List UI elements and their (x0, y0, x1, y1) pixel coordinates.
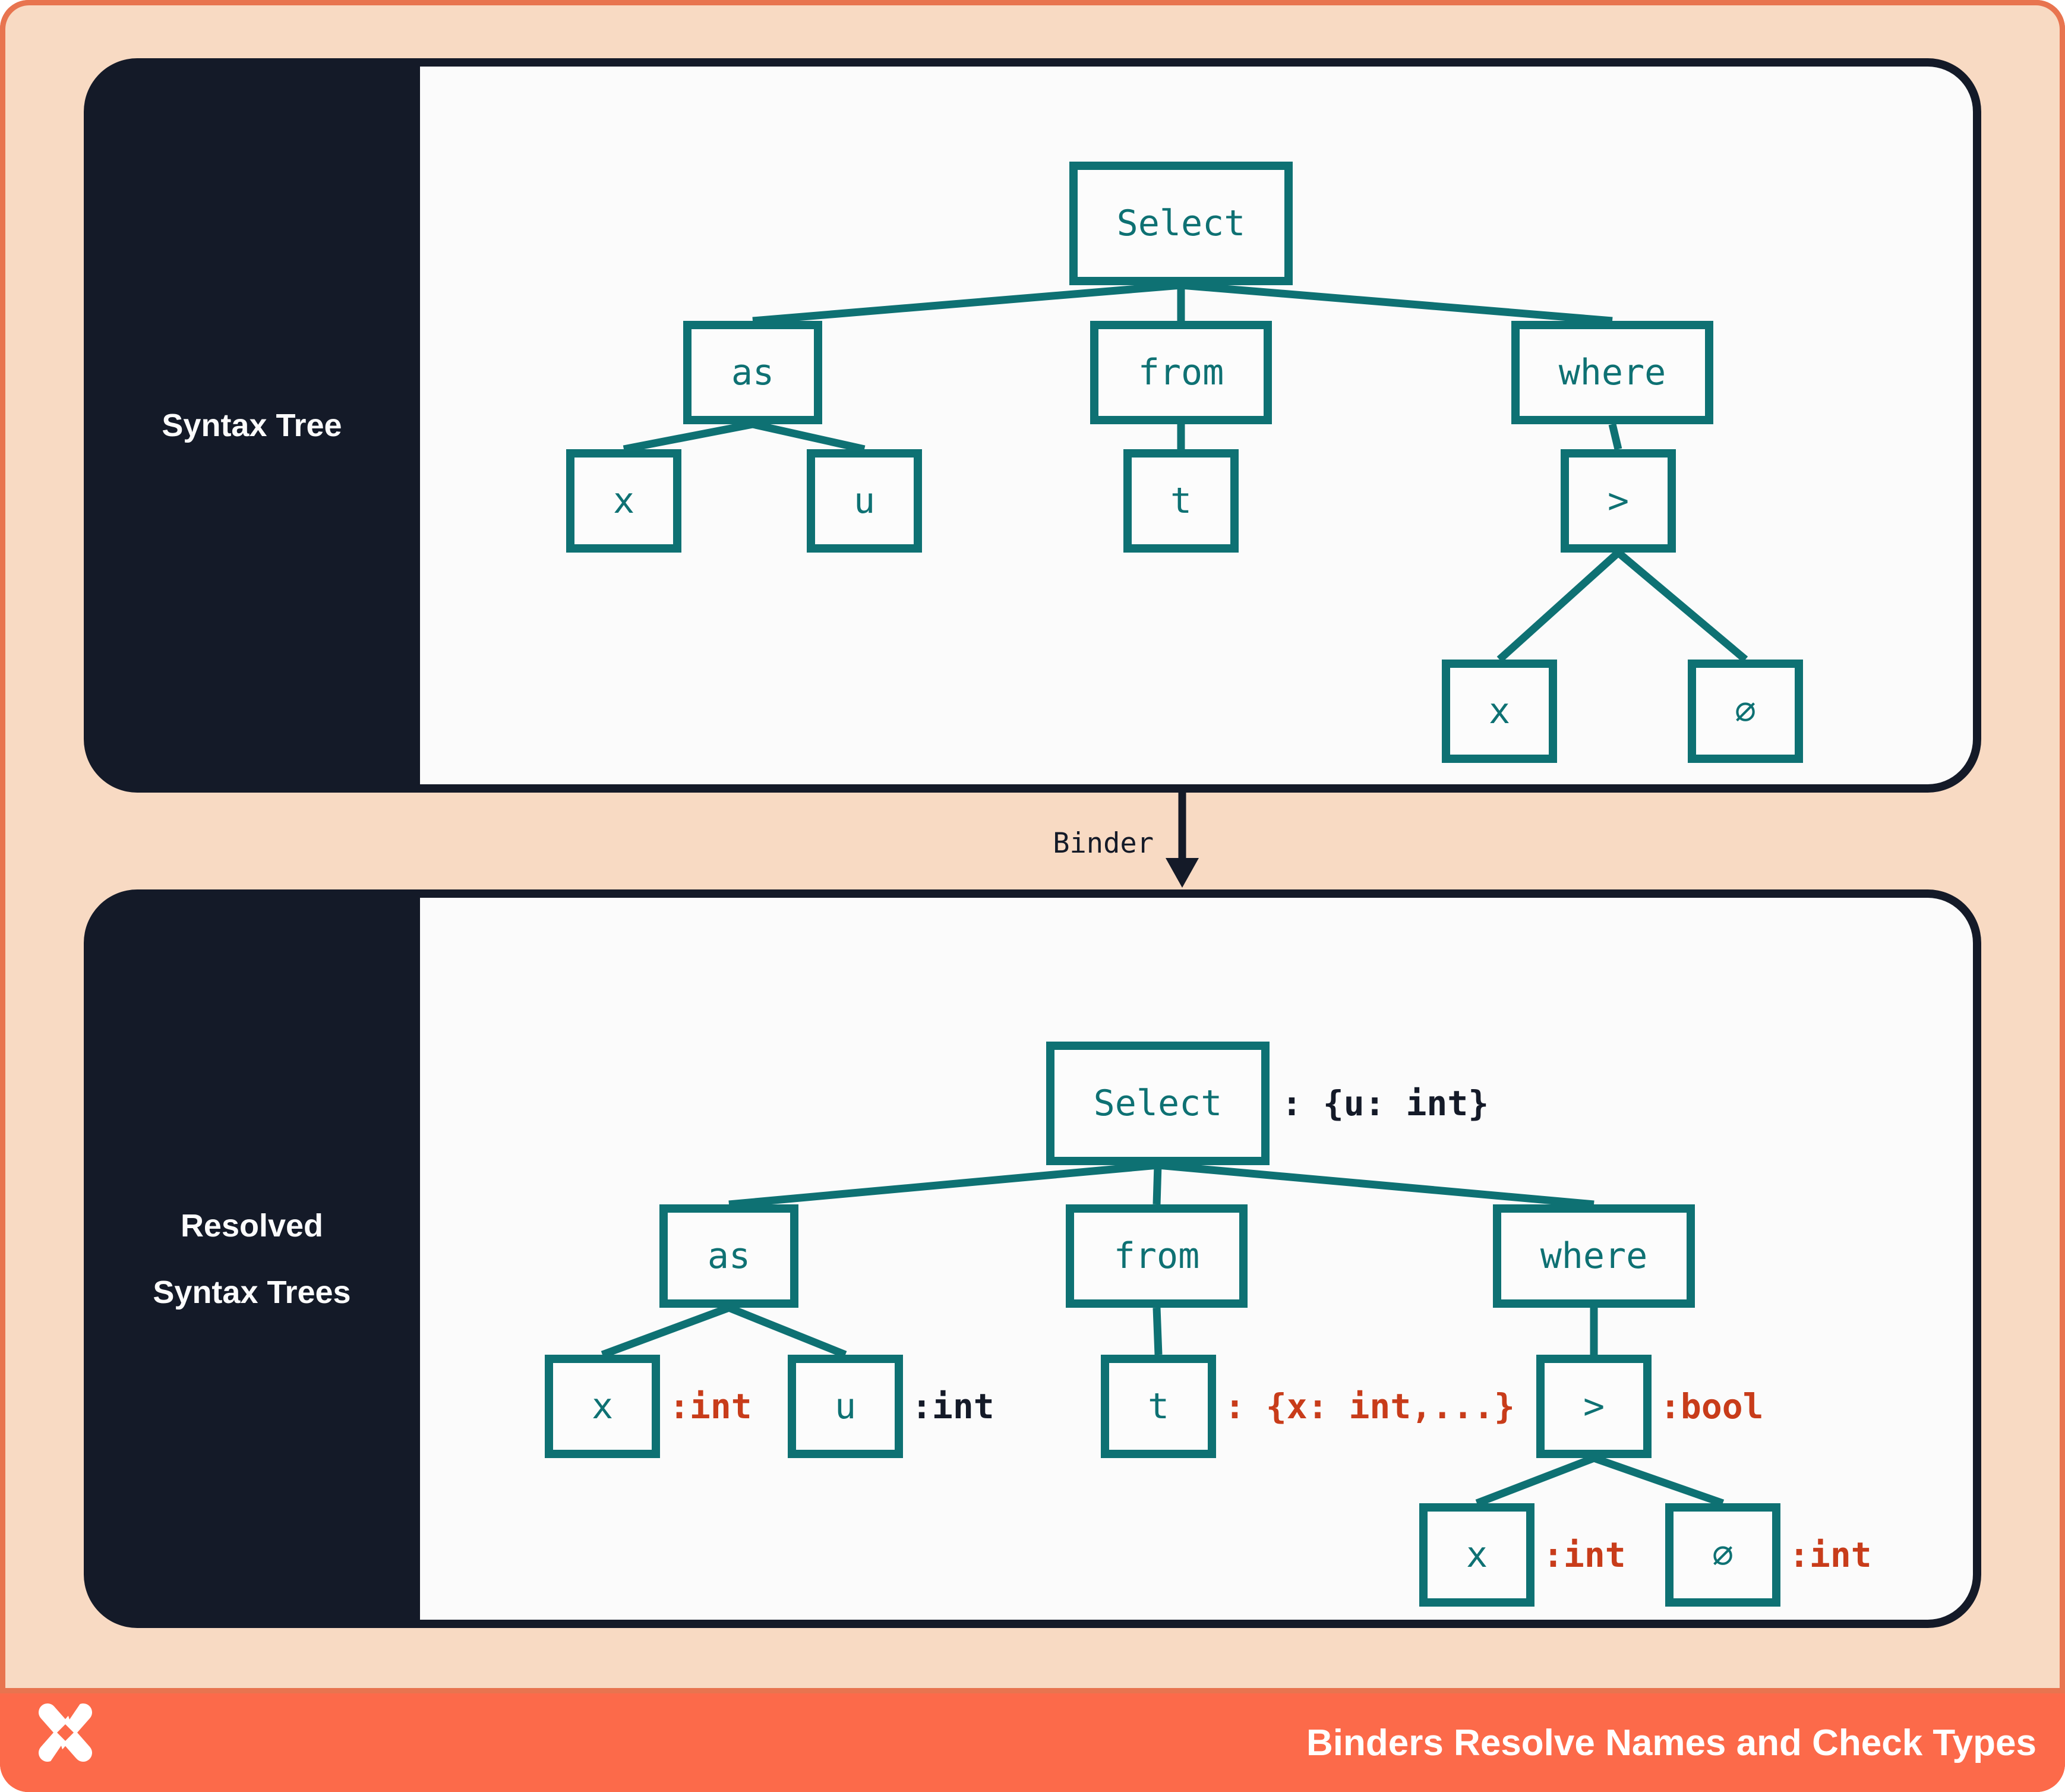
panel-label-text: Syntax Tree (162, 408, 342, 443)
syntax-tree-canvas: Select as from where x u t > x ∅ (420, 67, 1973, 784)
type-annotation-zero: :int (1789, 1535, 1872, 1575)
node-greater-than-resolved: > (1536, 1355, 1652, 1458)
syntax-tree-panel: Syntax Tree Select as from where x u t > (84, 58, 1981, 793)
node-t-resolved: t (1101, 1355, 1216, 1458)
node-select-resolved: Select (1046, 1042, 1270, 1165)
node-from-resolved-label: from (1113, 1235, 1200, 1277)
node-where: where (1511, 321, 1713, 424)
node-select-label: Select (1116, 203, 1246, 244)
node-where-resolved: where (1493, 1204, 1695, 1308)
resolved-syntax-trees-panel: Resolved Syntax Trees Select : {u: int} … (84, 889, 1981, 1628)
node-x-where-label: x (1488, 690, 1511, 732)
resolved-panel-label: Resolved Syntax Trees (84, 889, 420, 1628)
node-x-where: x (1442, 660, 1557, 763)
brand-logo-icon (39, 1703, 92, 1762)
node-as: as (683, 321, 822, 424)
node-t: t (1123, 449, 1239, 553)
node-where-label: where (1558, 352, 1666, 393)
node-as-resolved: as (659, 1204, 798, 1308)
node-u: u (807, 449, 922, 553)
node-u-label: u (853, 480, 876, 522)
tree-edges (623, 281, 1748, 662)
node-u-resolved: u (788, 1355, 903, 1458)
node-greater-than: > (1561, 449, 1676, 553)
syntax-tree-panel-label: Syntax Tree (84, 58, 420, 793)
binder-arrow-icon (1166, 793, 1199, 888)
node-as-resolved-label: as (707, 1235, 751, 1277)
node-x-where-resolved-label: x (1466, 1534, 1488, 1576)
node-zero-resolved-label: ∅ (1712, 1534, 1734, 1576)
node-where-resolved-label: where (1540, 1235, 1648, 1277)
node-select-resolved-label: Select (1093, 1083, 1223, 1124)
node-zero-resolved: ∅ (1665, 1503, 1780, 1607)
footer-title: Binders Resolve Names and Check Types (1306, 1722, 2036, 1763)
node-x-as-resolved-label: x (591, 1386, 614, 1427)
node-select: Select (1069, 162, 1293, 285)
resolved-tree-canvas: Select : {u: int} as from where x :int u… (420, 898, 1973, 1620)
binder-label: Binder (1053, 827, 1154, 860)
node-from: from (1090, 321, 1272, 424)
node-t-label: t (1170, 480, 1192, 522)
node-greater-than-resolved-label: > (1583, 1386, 1605, 1427)
type-annotation-x: :int (669, 1386, 752, 1427)
node-from-resolved: from (1066, 1204, 1248, 1308)
node-x-where-resolved: x (1419, 1503, 1534, 1607)
node-u-resolved-label: u (834, 1386, 857, 1427)
footer-bar: Binders Resolve Names and Check Types (0, 1693, 2065, 1792)
type-annotation-select: : {u: int} (1281, 1083, 1489, 1124)
node-x-as-resolved: x (545, 1355, 660, 1458)
panel-label-line2: Syntax Trees (153, 1274, 351, 1310)
node-as-label: as (731, 352, 775, 393)
node-zero: ∅ (1688, 660, 1803, 763)
type-annotation-x-where: :int (1543, 1535, 1626, 1575)
type-annotation-greater-than: :bool (1660, 1386, 1764, 1427)
type-annotation-u: :int (911, 1386, 994, 1427)
type-annotation-t: : {x: int,...} (1224, 1386, 1515, 1427)
node-from-label: from (1138, 352, 1224, 393)
node-zero-label: ∅ (1734, 690, 1757, 732)
node-greater-than-label: > (1607, 480, 1630, 522)
node-x-as: x (566, 449, 681, 553)
node-x-as-label: x (612, 480, 635, 522)
tree-edges (601, 1161, 1725, 1507)
panel-label-line1: Resolved (180, 1207, 324, 1244)
node-t-resolved-label: t (1147, 1386, 1170, 1427)
